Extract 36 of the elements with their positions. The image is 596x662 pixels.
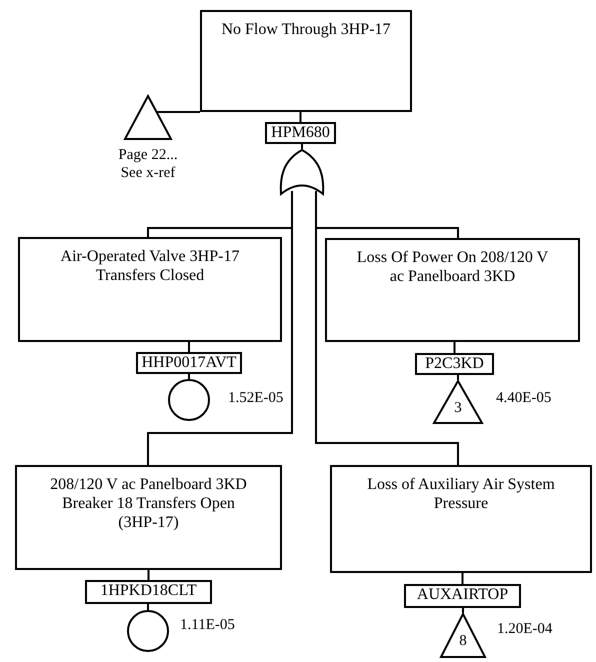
event-id-tag: HPM680 (265, 122, 336, 144)
event-box: Loss of Auxiliary Air System Pressure (330, 465, 592, 573)
transfer-triangle (124, 95, 172, 140)
transfer-triangle (440, 613, 486, 658)
event-id-tag: AUXAIRTOP (404, 584, 521, 608)
connector-line (300, 112, 302, 122)
transfer-triangle (433, 380, 483, 424)
connector-line (462, 608, 464, 613)
or-gate (280, 149, 324, 195)
event-id-tag: HHP0017AVT (136, 352, 242, 374)
connector-line (147, 191, 293, 465)
page-reference: Page 22... See x-ref (117, 146, 179, 182)
event-id-tag: 1HPKD18CLT (85, 580, 212, 604)
connector-line (157, 111, 200, 113)
connector-line (148, 570, 150, 580)
connector-line (454, 342, 456, 353)
probability-label: 4.40E-05 (496, 389, 552, 407)
probability-label: 1.52E-05 (228, 389, 284, 407)
connector-line (457, 375, 459, 380)
event-box: 208/120 V ac Panelboard 3KD Breaker 18 Transfers Open (3HP-17) (15, 465, 282, 570)
event-box: Air-Operated Valve 3HP-17 Transfers Closed (18, 237, 282, 342)
basic-event-circle (127, 610, 169, 652)
connector-line (462, 573, 464, 584)
connector-line (188, 342, 190, 352)
basic-event-circle (168, 379, 210, 421)
event-box: No Flow Through 3HP-17 (200, 10, 412, 112)
connector-line (315, 191, 459, 465)
transfer-number: 3 (453, 400, 463, 417)
connector-line (147, 604, 149, 610)
event-box: Loss Of Power On 208/120 V ac Panelboard 3KD (325, 238, 580, 342)
event-id-tag: P2C3KD (415, 353, 494, 375)
connector-line (301, 144, 303, 149)
probability-label: 1.11E-05 (180, 616, 236, 634)
probability-label: 1.20E-04 (497, 620, 554, 638)
connector-line (188, 374, 190, 379)
transfer-number: 8 (458, 633, 468, 650)
